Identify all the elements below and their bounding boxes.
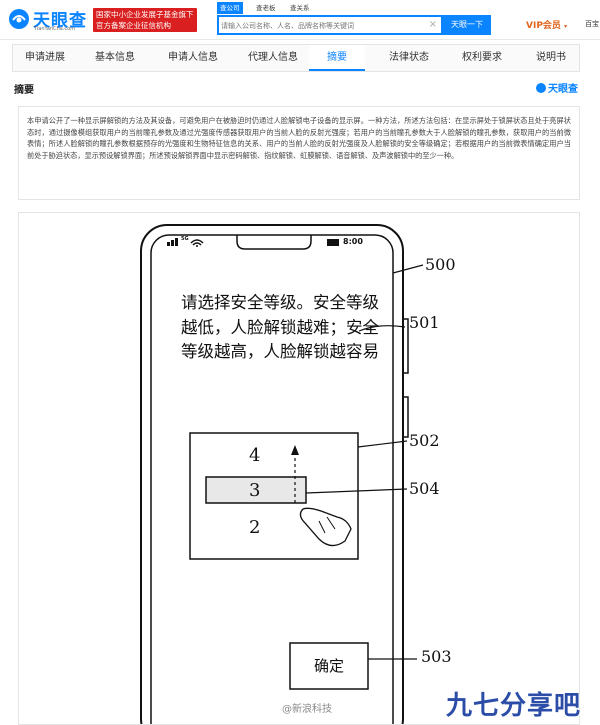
site-watermark-logo: 九七分享吧 (446, 691, 582, 721)
signal-bars-icon-2 (171, 240, 174, 246)
signal-bars-icon-3 (175, 238, 178, 246)
ref-label-503: 503 (421, 647, 452, 666)
tab-applicant-info[interactable]: 申请人信息 (168, 52, 218, 63)
battery-icon (327, 239, 339, 246)
clear-icon[interactable]: × (428, 19, 437, 30)
tab-description[interactable]: 说明书 (536, 52, 566, 63)
level-slider (205, 476, 307, 504)
abstract-section-header: 摘要 天眼查 (12, 78, 580, 100)
search-tab-company[interactable]: 查公司 (217, 2, 243, 14)
wifi-icon (190, 239, 204, 246)
leader-502 (357, 440, 408, 448)
level-selector-box (189, 432, 359, 560)
patent-nav-tabs: 申请进展 基本信息 申请人信息 代理人信息 摘要 法律状态 权利要求 说明书 (12, 44, 580, 72)
signal-bars-icon (167, 242, 170, 246)
security-level-prompt: 请选择安全等级。安全等级越低，人脸解锁越难；安全等级越高，人脸解锁越容易 (181, 293, 379, 361)
promo-line-2: 官方备案企业征信机构 (96, 21, 171, 30)
tab-legal-status[interactable]: 法律状态 (389, 52, 429, 63)
search-button[interactable]: 天眼一下 (443, 15, 491, 35)
level-option-bottom[interactable]: 2 (249, 517, 261, 538)
vip-menu[interactable]: VIP会员 ▾ (526, 18, 567, 31)
promo-banner[interactable]: 国家中小企业发展子基金旗下 官方备案企业征信机构 (93, 8, 197, 32)
header-extra-link[interactable]: 百宝 (585, 20, 599, 28)
search-tab-relation[interactable]: 查关系 (290, 4, 310, 12)
swipe-arrow-head (291, 445, 299, 455)
confirm-box (289, 642, 369, 690)
phone-notch (236, 235, 312, 250)
logo-eye-icon (9, 9, 29, 29)
logo-text: 天眼查 (33, 11, 87, 31)
ref-label-501: 501 (409, 313, 440, 332)
abstract-text: 本申请公开了一种显示屏解锁的方法及其设备，可避免用户在被胁迫时仍通过人脸解锁电子… (18, 106, 580, 200)
search-box: × (217, 15, 443, 35)
ref-label-500: 500 (425, 255, 456, 274)
site-logo[interactable]: 天眼查 TianYanCha.com (8, 6, 90, 34)
ref-label-502: 502 (409, 431, 440, 450)
brand-text: 天眼查 (548, 84, 578, 95)
tab-agent-info[interactable]: 代理人信息 (248, 52, 298, 63)
phone-outline (140, 224, 404, 724)
leader-500 (392, 264, 424, 274)
vip-label: VIP会员 (526, 21, 561, 31)
patent-drawing (140, 224, 424, 724)
search-input[interactable] (221, 19, 427, 32)
promo-line-1: 国家中小企业发展子基金旗下 (96, 10, 194, 19)
patent-figure: 5G 8:00 请选择安全等级。安全等级越低，人脸解锁越难；安全等级越高，人脸解… (18, 212, 580, 725)
finger-detail (318, 516, 336, 534)
search-tab-boss[interactable]: 查老板 (256, 4, 276, 12)
brand-watermark: 天眼查 (536, 80, 578, 95)
brand-eye-icon (536, 83, 546, 93)
tab-basic-info[interactable]: 基本信息 (95, 52, 135, 63)
leader-501 (358, 325, 406, 332)
phone-side-button-bottom (402, 396, 409, 438)
weibo-watermark: @新浪科技 (282, 704, 332, 715)
phone-side-button-top (402, 318, 409, 374)
tab-abstract[interactable]: 摘要 (309, 45, 365, 71)
section-title: 摘要 (14, 85, 34, 96)
tab-application-progress[interactable]: 申请进展 (25, 52, 65, 63)
wifi-dot (196, 245, 198, 247)
confirm-button[interactable]: 确定 (313, 657, 344, 675)
finger-hand-icon (299, 507, 352, 547)
chevron-down-icon: ▾ (564, 23, 568, 30)
tab-claims[interactable]: 权利要求 (462, 52, 502, 63)
level-option-selected[interactable]: 3 (249, 480, 261, 501)
status-signal: 5G (181, 236, 189, 242)
level-option-top[interactable]: 4 (249, 445, 261, 466)
ref-label-504: 504 (409, 479, 440, 498)
leader-504 (305, 488, 408, 494)
status-time: 8:00 (343, 237, 363, 246)
site-header: 天眼查 TianYanCha.com 国家中小企业发展子基金旗下 官方备案企业征… (0, 0, 600, 40)
logo-subtext: TianYanCha.com (34, 26, 76, 32)
